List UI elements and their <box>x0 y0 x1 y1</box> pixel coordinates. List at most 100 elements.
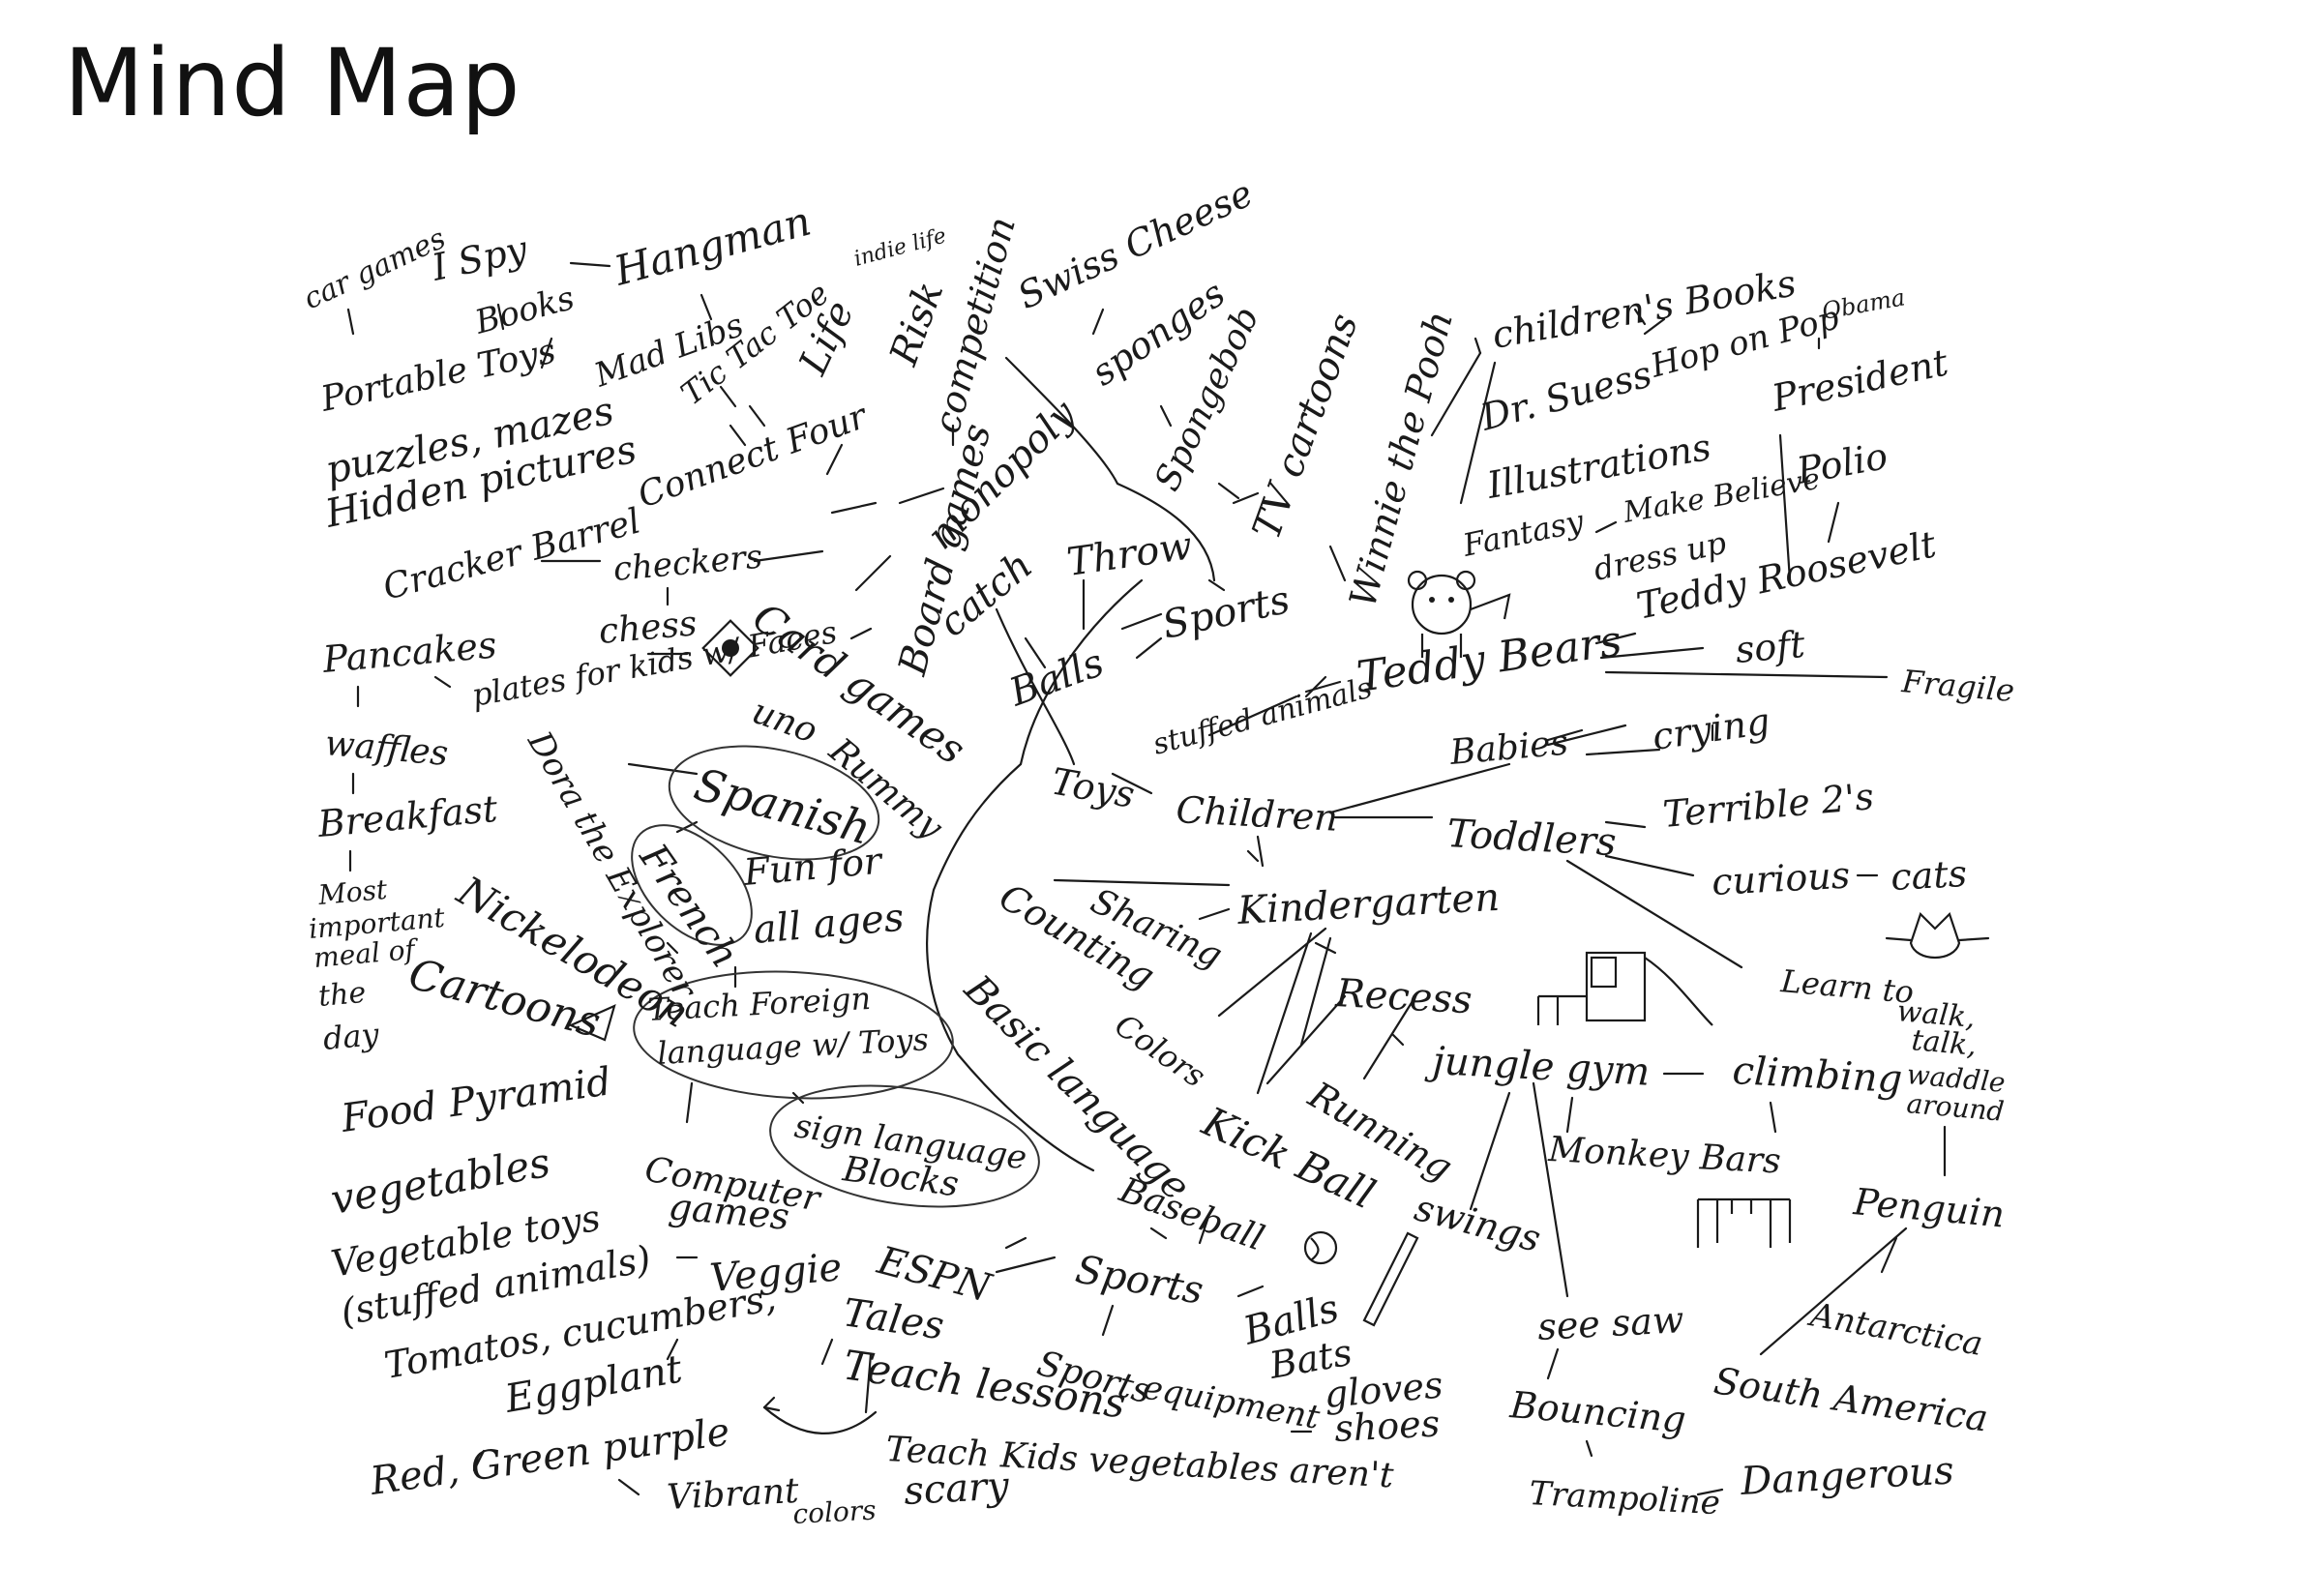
connector <box>1101 1304 1115 1337</box>
connector <box>1565 859 1743 969</box>
node-teach-foreign-2: language w/ Toys <box>656 1020 929 1072</box>
node-balls-top: Balls <box>1003 640 1110 716</box>
connector <box>719 385 737 408</box>
connector <box>1053 878 1231 887</box>
connector <box>627 762 699 776</box>
connector <box>1585 748 1661 756</box>
connector <box>1459 361 1497 505</box>
connector <box>748 404 766 428</box>
sign-language-outline <box>769 1084 1040 1208</box>
connector <box>1643 317 1666 336</box>
node-most-important: Most <box>316 873 389 911</box>
node-car-games: car games <box>299 222 451 316</box>
connector <box>1265 994 1347 1085</box>
node-most-important-4: the <box>317 976 368 1014</box>
node-hangman: Hangman <box>609 197 816 295</box>
node-sports-top: Sports <box>1159 577 1294 648</box>
connector <box>753 549 824 563</box>
node-climbing: climbing <box>1731 1049 1903 1102</box>
connector <box>700 293 713 321</box>
node-labels: car games I Spy Hangman Books Portable T… <box>299 171 2016 1530</box>
connector <box>1594 520 1618 534</box>
connector <box>569 261 611 268</box>
node-teddy-bears: Teddy Bears <box>1354 616 1624 702</box>
connector <box>1604 820 1647 829</box>
connector <box>433 675 452 689</box>
node-dangerous: Dangerous <box>1739 1449 1955 1505</box>
connector-lines <box>346 261 1947 1496</box>
connector <box>1256 931 1313 1095</box>
node-penguin: Penguin <box>1851 1180 2006 1236</box>
node-learn-to-walk-3: talk, <box>1910 1023 1978 1063</box>
connector <box>864 1352 873 1414</box>
node-waffles: waffles <box>323 724 450 774</box>
connector <box>995 607 1076 766</box>
node-bouncing: Bouncing <box>1507 1383 1687 1441</box>
connector <box>898 487 945 505</box>
node-checkers: checkers <box>611 538 763 589</box>
node-south-america: South America <box>1712 1359 1991 1439</box>
node-breakfast: Breakfast <box>315 787 500 845</box>
connector <box>1159 404 1173 428</box>
teddy-bear-icon <box>1407 570 1511 658</box>
node-soft: soft <box>1734 623 1807 671</box>
node-fragile: Fragile <box>1899 663 2015 709</box>
node-connect-four: Connect Four <box>633 396 874 516</box>
node-chess: chess <box>597 604 699 652</box>
connector <box>1759 1227 1908 1356</box>
connector <box>1198 1212 1211 1245</box>
connector <box>1546 724 1627 747</box>
connector <box>1149 1227 1168 1240</box>
arrow-head <box>762 1396 781 1412</box>
connector <box>1207 695 1298 737</box>
connector <box>762 1405 878 1434</box>
jungle-gym-icon <box>1536 951 1713 1026</box>
connector <box>820 1338 834 1366</box>
connector <box>540 337 553 369</box>
connector <box>995 1256 1057 1274</box>
connector <box>1604 670 1889 679</box>
connector <box>1246 849 1260 863</box>
connector <box>1778 433 1792 582</box>
connector <box>1328 545 1347 582</box>
node-see-saw: see saw <box>1536 1298 1684 1348</box>
bat-icon <box>1362 1231 1419 1327</box>
connector <box>1532 1081 1569 1298</box>
connector <box>1328 762 1511 814</box>
connector <box>617 1478 640 1496</box>
baseball-icon <box>1303 1230 1338 1265</box>
node-tv-cartoons: TV cartoons <box>1244 308 1367 545</box>
node-trampoline: Trampoline <box>1529 1474 1721 1522</box>
node-all-ages: all ages <box>752 896 906 953</box>
page-title: Mind Map <box>64 29 521 137</box>
node-recess: Recess <box>1333 971 1473 1022</box>
node-monkey-bars: Monkey Bars <box>1547 1130 1782 1182</box>
connector <box>1091 308 1105 336</box>
spanish-outline <box>668 745 880 861</box>
connector <box>1198 907 1231 921</box>
node-throw: Throw <box>1064 523 1195 585</box>
connector <box>1362 999 1414 1080</box>
connector <box>666 941 679 955</box>
connector <box>849 627 873 640</box>
node-vibrant: Vibrant <box>666 1471 800 1518</box>
node-gloves: gloves <box>1323 1363 1444 1416</box>
node-curious: curious <box>1711 854 1851 903</box>
connector <box>1546 728 1584 742</box>
connector <box>1236 1285 1265 1298</box>
connector <box>1546 1347 1560 1380</box>
connector <box>1565 1096 1574 1134</box>
connector <box>1430 351 1482 437</box>
node-colors-small: colors <box>792 1494 878 1530</box>
connector <box>1594 632 1637 645</box>
node-terrible: Terrible 2's <box>1661 775 1876 836</box>
teach-foreign-outline <box>633 970 954 1100</box>
node-sports-low: Sports <box>1072 1248 1206 1314</box>
node-board-games: Board games <box>890 419 1000 680</box>
connector <box>1474 337 1482 355</box>
connector <box>1599 646 1705 660</box>
node-obama: Obama <box>1820 283 1907 325</box>
french-outline <box>631 824 753 946</box>
card-icon <box>701 619 759 677</box>
node-president: President <box>1768 340 1952 420</box>
